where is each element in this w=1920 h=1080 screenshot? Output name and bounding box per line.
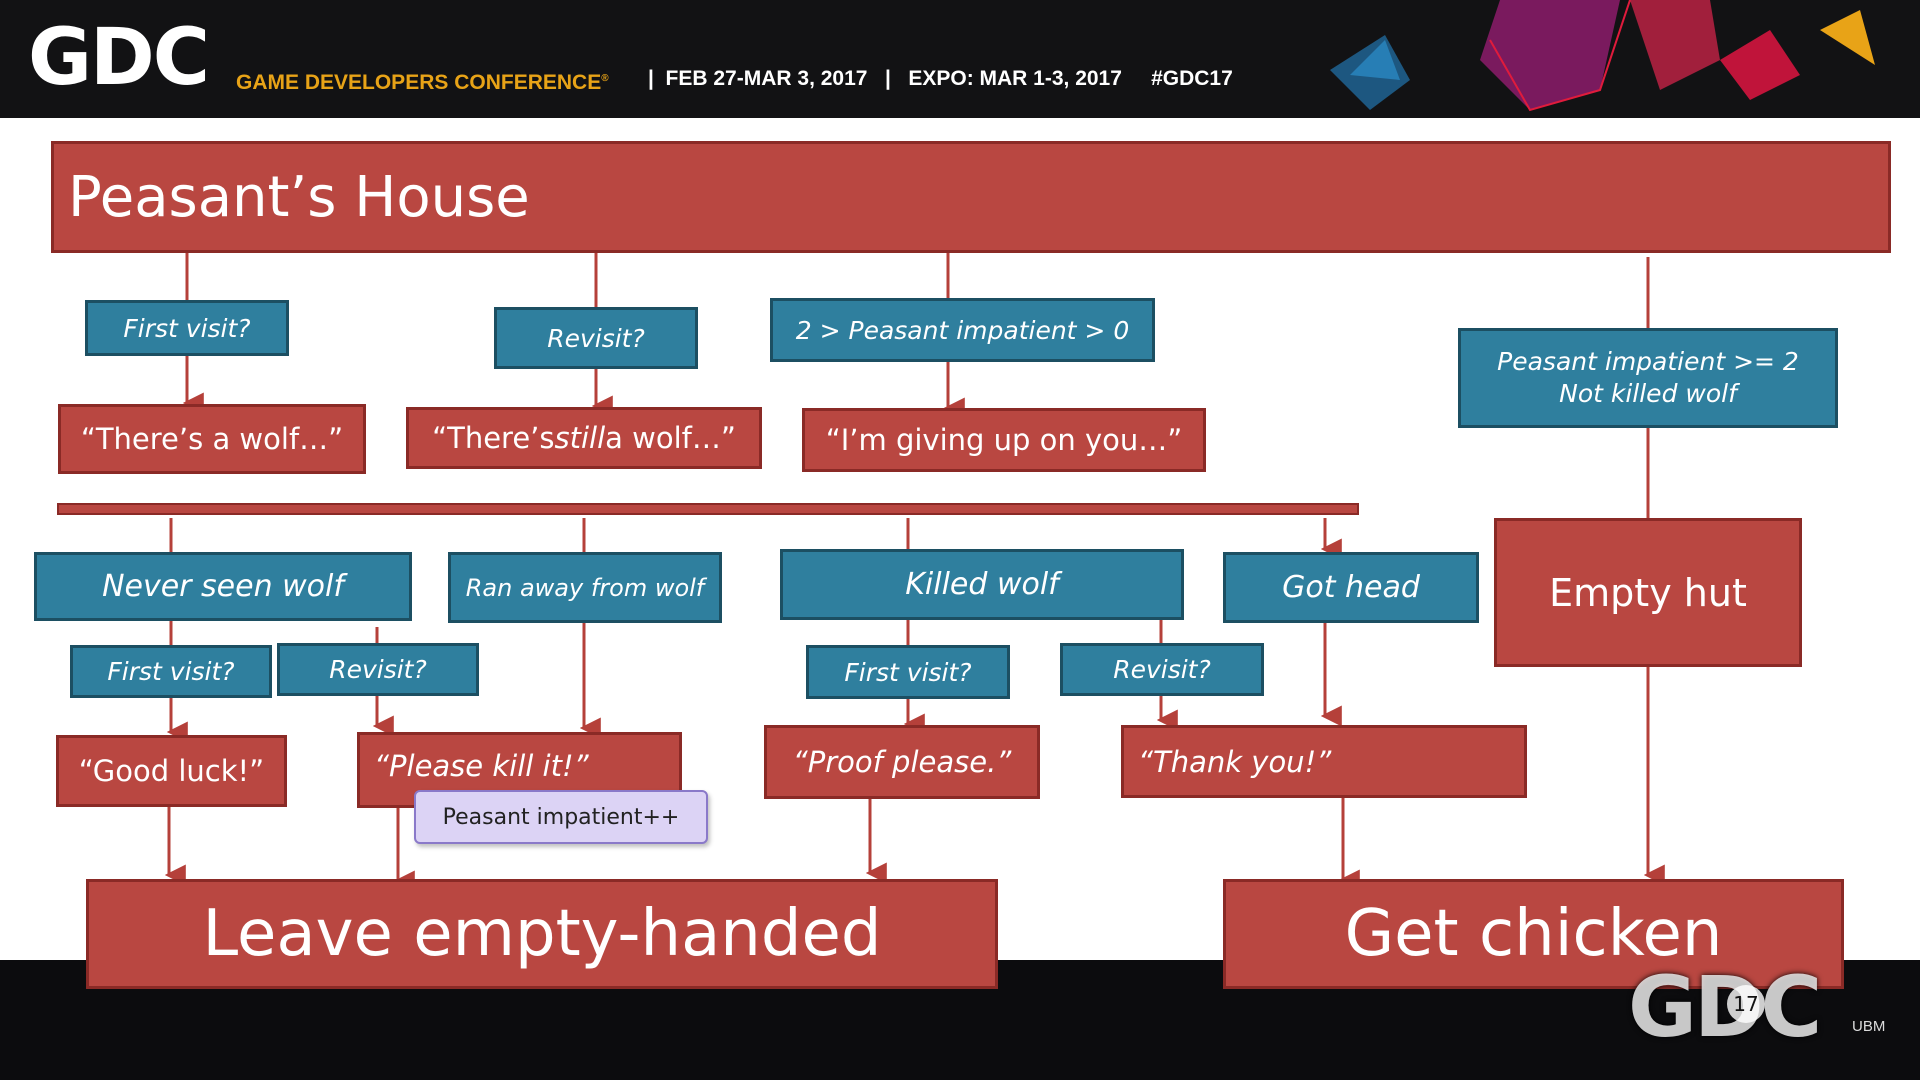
diagram-title: Peasant’s House (51, 141, 1891, 253)
gdc-logo: GDC (28, 13, 210, 103)
ubm-logo: UBM (1852, 1018, 1886, 1035)
condition-first-visit-killed: First visit? (806, 645, 1010, 699)
slide-number: 17 (1727, 985, 1765, 1023)
condition-revisit: Revisit? (494, 307, 698, 369)
state-killed-wolf: Killed wolf (780, 549, 1184, 620)
dialog-still-wolf: “There’s still a wolf…” (406, 407, 762, 469)
condition-impatient-mid: 2 > Peasant impatient > 0 (770, 298, 1155, 362)
state-got-head: Got head (1223, 552, 1479, 623)
conference-name: GAME DEVELOPERS CONFERENCE® (236, 71, 609, 94)
outcome-get-chicken: Get chicken (1223, 879, 1844, 989)
condition-first-visit: First visit? (85, 300, 289, 356)
state-empty-hut: Empty hut (1494, 518, 1802, 667)
condition-revisit-never-seen: Revisit? (277, 643, 479, 696)
state-never-seen-wolf: Never seen wolf (34, 552, 412, 621)
callout-impatient-increment: Peasant impatient++ (414, 790, 708, 844)
condition-revisit-killed: Revisit? (1060, 643, 1264, 696)
response-good-luck: “Good luck!” (56, 735, 287, 807)
gdc-watermark-logo: GDC (1628, 958, 1822, 1056)
decorative-polygons (1330, 0, 1875, 112)
dialog-wolf: “There’s a wolf…” (58, 404, 366, 474)
outcome-leave-empty-handed: Leave empty-handed (86, 879, 998, 989)
response-thank-you: “Thank you!” (1121, 725, 1527, 798)
dialog-giving-up: “I’m giving up on you…” (802, 408, 1206, 472)
conference-header: GDC GAME DEVELOPERS CONFERENCE® | FEB 27… (0, 0, 1920, 118)
response-proof: “Proof please.” (764, 725, 1040, 799)
state-ran-away: Ran away from wolf (448, 552, 722, 623)
condition-first-visit-never-seen: First visit? (70, 645, 272, 698)
condition-impatient-high: Peasant impatient >= 2 Not killed wolf (1458, 328, 1838, 428)
conference-dates: | FEB 27-MAR 3, 2017 | EXPO: MAR 1-3, 20… (648, 67, 1233, 90)
